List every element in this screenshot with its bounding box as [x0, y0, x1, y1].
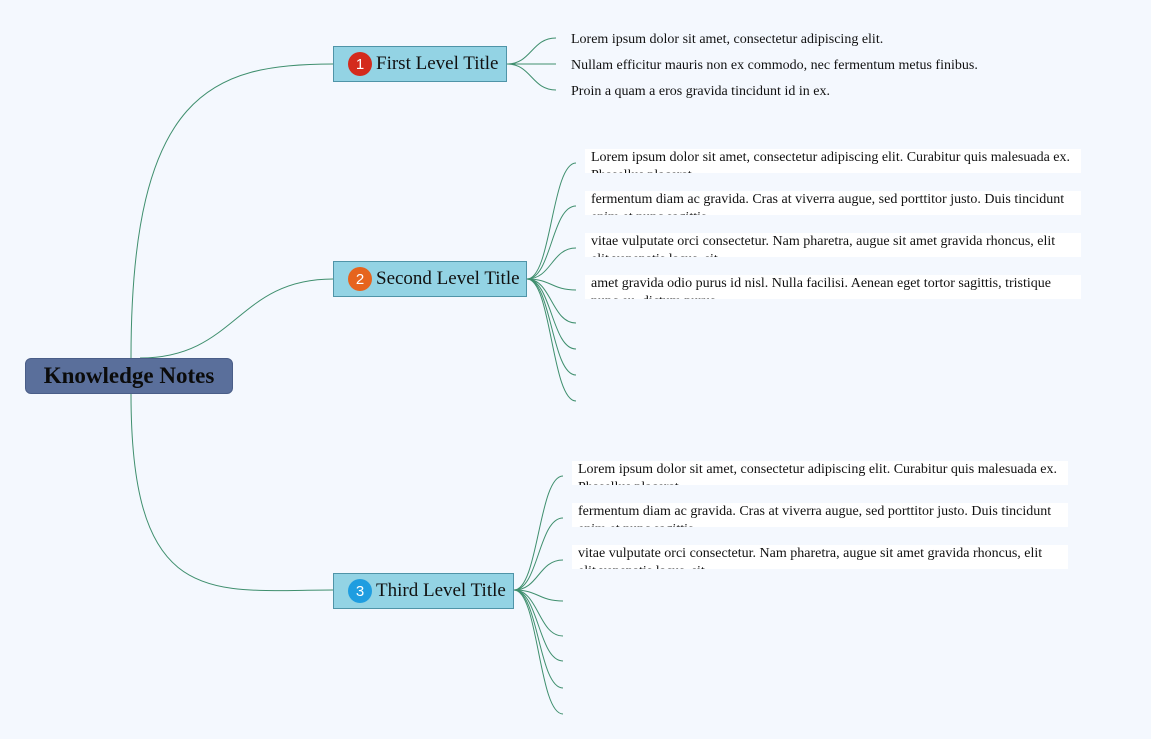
branch-line	[526, 205, 577, 280]
note-item[interactable]: fermentum diam ac gravida. Cras at viver…	[572, 503, 1068, 527]
branch-line	[526, 247, 577, 280]
priority-2-icon: 2	[348, 267, 372, 291]
note-item[interactable]: Lorem ipsum dolor sit amet, consectetur …	[585, 149, 1081, 173]
branch-line	[513, 589, 564, 689]
topic-third-level[interactable]: 3 Third Level Title	[333, 573, 514, 609]
note-item[interactable]: amet gravida odio purus id nisl. Nulla f…	[585, 275, 1081, 299]
root-node[interactable]: Knowledge Notes	[25, 358, 233, 394]
branch-line	[513, 589, 564, 637]
root-to-topic-1-line	[130, 63, 334, 359]
topic-title: Third Level Title	[376, 580, 506, 601]
root-to-topic-2-line	[139, 278, 334, 359]
branch-line	[513, 589, 564, 715]
note-item[interactable]: vitae vulputate orci consectetur. Nam ph…	[585, 233, 1081, 257]
branch-line	[513, 475, 564, 591]
note-item[interactable]: fermentum diam ac gravida. Cras at viver…	[585, 191, 1081, 215]
root-title: Knowledge Notes	[43, 363, 215, 388]
note-item[interactable]: Lorem ipsum dolor sit amet, consectetur …	[571, 32, 884, 47]
branch-line	[513, 589, 564, 602]
priority-3-icon: 3	[348, 579, 372, 603]
branch-line	[506, 63, 557, 91]
branch-line	[526, 278, 577, 402]
note-item[interactable]: Proin a quam a eros gravida tincidunt id…	[571, 84, 830, 99]
branch-line	[506, 37, 557, 65]
branch-line	[526, 278, 577, 376]
branch-line	[526, 278, 577, 324]
note-item[interactable]: vitae vulputate orci consectetur. Nam ph…	[572, 545, 1068, 569]
note-item[interactable]: Nullam efficitur mauris non ex commodo, …	[571, 58, 978, 73]
branch-line	[513, 517, 564, 591]
priority-1-icon: 1	[348, 52, 372, 76]
topic-title: First Level Title	[376, 53, 499, 74]
topic-first-level[interactable]: 1 First Level Title	[333, 46, 507, 82]
topic-title: Second Level Title	[376, 268, 520, 289]
branch-line	[513, 559, 564, 591]
branch-line	[526, 162, 577, 280]
note-item[interactable]: Lorem ipsum dolor sit amet, consectetur …	[572, 461, 1068, 485]
topic-second-level[interactable]: 2 Second Level Title	[333, 261, 527, 297]
root-to-topic-3-line	[130, 393, 334, 592]
